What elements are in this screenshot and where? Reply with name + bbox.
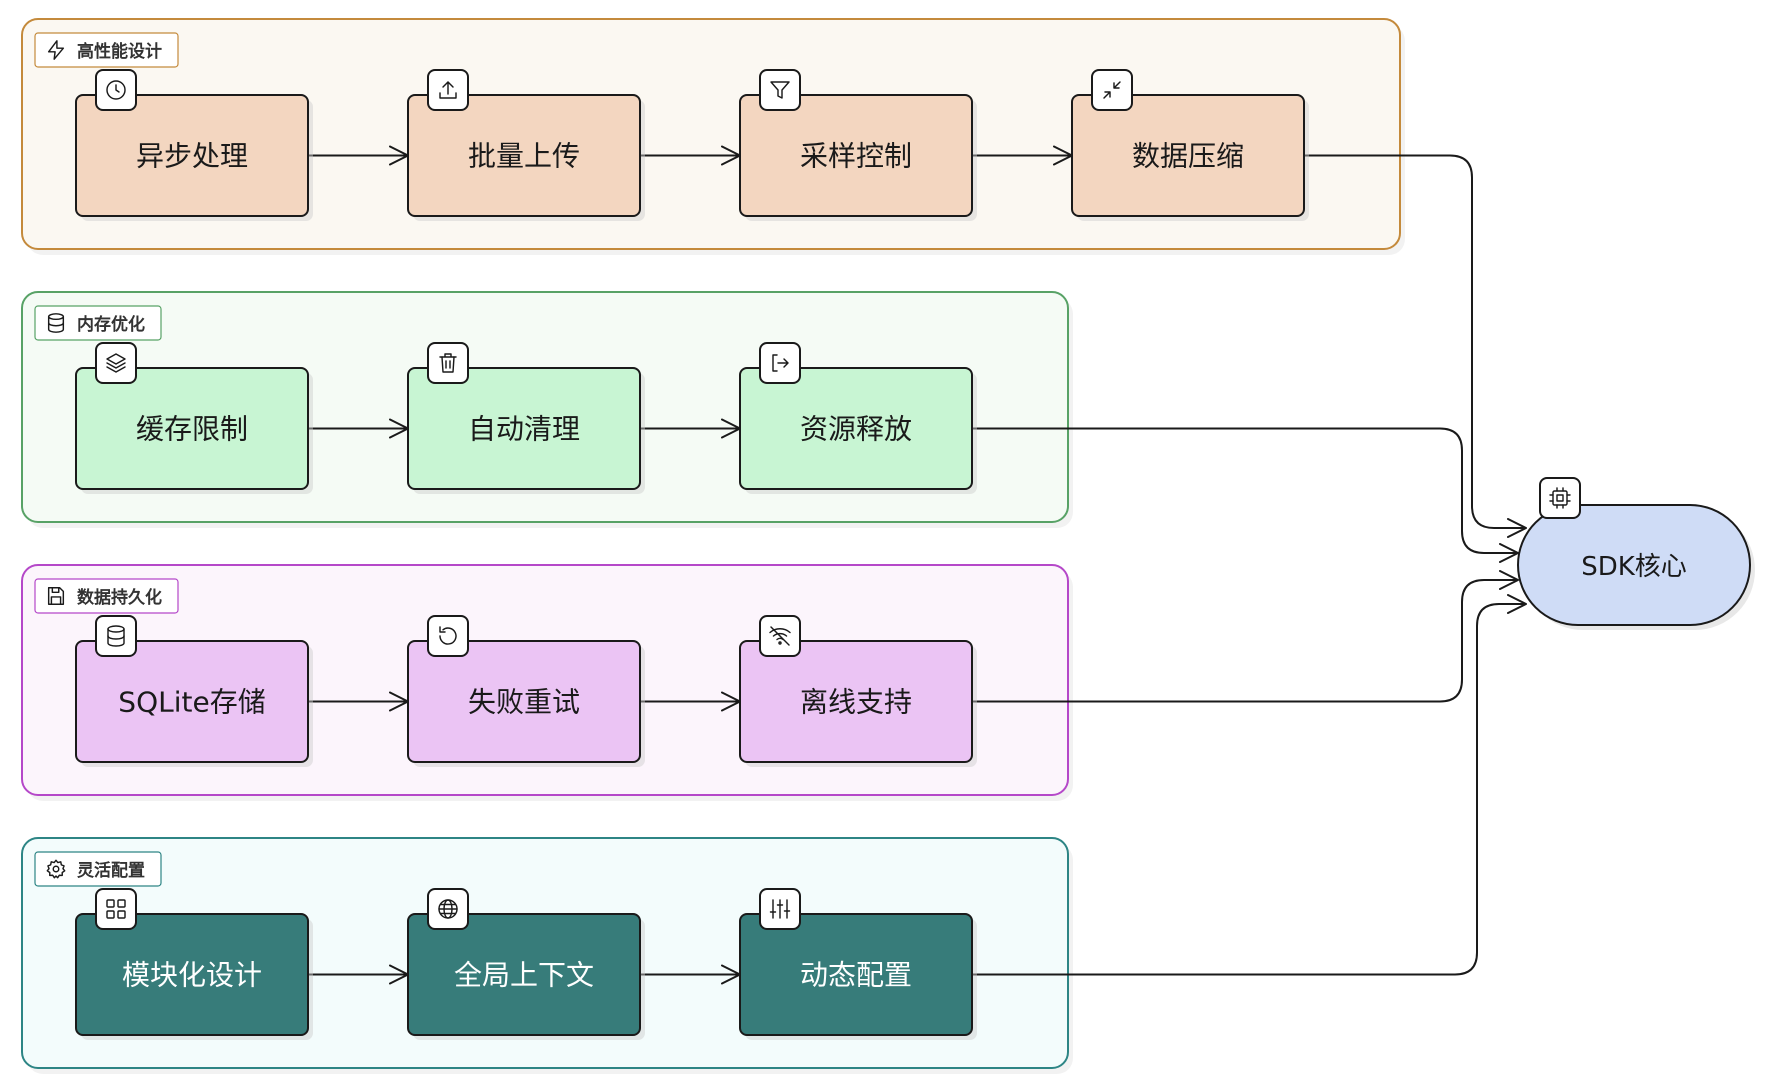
node-label: 自动清理 <box>468 413 580 446</box>
retry-icon <box>439 626 457 645</box>
node-icon-badge <box>95 69 137 111</box>
core-icon-badge <box>1539 477 1581 519</box>
connector-to-core <box>1304 154 1527 538</box>
node-icon-badge <box>95 888 137 930</box>
node-label: 动态配置 <box>800 959 912 992</box>
process-node[interactable]: 自动清理 <box>407 342 645 494</box>
group-high-performance: 高性能设计 <box>21 18 1405 255</box>
node-label: 模块化设计 <box>122 959 262 992</box>
chip-icon <box>1549 487 1571 509</box>
node-icon-badge <box>95 342 137 384</box>
process-node[interactable]: 批量上传 <box>407 69 645 221</box>
node-label: 离线支持 <box>800 686 912 719</box>
node-icon-badge <box>427 69 469 111</box>
group-label: 内存优化 <box>34 305 162 341</box>
node-icon-badge <box>427 888 469 930</box>
group-title: 内存优化 <box>77 314 145 335</box>
group-label: 数据持久化 <box>34 578 179 614</box>
shrink-icon <box>1103 81 1121 99</box>
node-label: 资源释放 <box>800 413 912 446</box>
process-node[interactable]: 采样控制 <box>739 69 977 221</box>
group-title: 灵活配置 <box>77 860 145 881</box>
process-node[interactable]: 失败重试 <box>407 615 645 767</box>
node-icon-badge <box>427 615 469 657</box>
globe-icon <box>438 899 458 919</box>
sliders-icon <box>769 899 791 919</box>
group-title: 数据持久化 <box>77 587 162 608</box>
node-label: SQLite存储 <box>118 686 265 719</box>
connector-to-core <box>972 594 1527 976</box>
database-icon <box>107 625 125 647</box>
connector-to-core <box>972 427 1519 563</box>
trash-icon <box>439 353 457 373</box>
database-icon <box>47 313 65 333</box>
node-icon-badge <box>1091 69 1133 111</box>
group-label: 灵活配置 <box>34 851 162 887</box>
process-node[interactable]: 动态配置 <box>739 888 977 1040</box>
process-node[interactable]: 资源释放 <box>739 342 977 494</box>
node-icon-badge <box>759 342 801 384</box>
process-node[interactable]: 离线支持 <box>739 615 977 767</box>
sdk-core-node[interactable]: SDK核心 <box>1517 477 1755 630</box>
node-label: 数据压缩 <box>1132 140 1244 173</box>
grid-icon <box>106 899 126 919</box>
node-label: 异步处理 <box>136 140 248 173</box>
lightning-icon <box>47 40 65 60</box>
node-icon-badge <box>95 615 137 657</box>
wifi-off-icon <box>769 626 791 646</box>
logout-icon <box>772 354 789 372</box>
process-node[interactable]: 模块化设计 <box>75 888 313 1040</box>
node-label: 采样控制 <box>800 140 912 173</box>
process-node[interactable]: 全局上下文 <box>407 888 645 1040</box>
filter-icon <box>770 81 790 99</box>
core-label: SDK核心 <box>1581 552 1687 582</box>
group-label: 高性能设计 <box>34 32 179 68</box>
node-label: 缓存限制 <box>136 413 248 446</box>
gear-icon <box>46 859 66 879</box>
process-node[interactable]: SQLite存储 <box>75 615 313 767</box>
process-node[interactable]: 缓存限制 <box>75 342 313 494</box>
process-node[interactable]: 异步处理 <box>75 69 313 221</box>
save-icon <box>47 587 65 605</box>
node-label: 批量上传 <box>468 140 580 173</box>
node-icon-badge <box>427 342 469 384</box>
node-label: 全局上下文 <box>454 959 594 992</box>
node-label: 失败重试 <box>468 686 580 719</box>
group-title: 高性能设计 <box>77 41 162 62</box>
clock-icon <box>106 80 126 100</box>
node-icon-badge <box>759 615 801 657</box>
node-icon-badge <box>759 69 801 111</box>
connector-to-core <box>972 570 1519 703</box>
layers-icon <box>106 353 126 373</box>
node-icon-badge <box>759 888 801 930</box>
upload-icon <box>439 81 457 99</box>
process-node[interactable]: 数据压缩 <box>1071 69 1309 221</box>
